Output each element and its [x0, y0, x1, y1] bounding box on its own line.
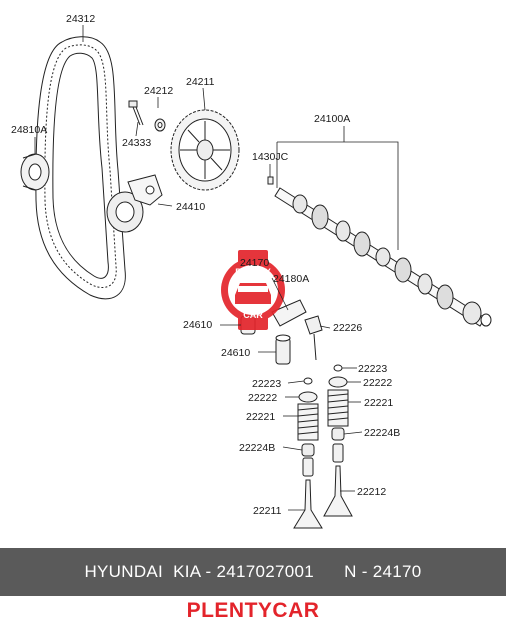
brand-name: PLENTYCAR: [186, 599, 320, 622]
parts-diagram: PLENTY CAR 24312 24810A 24212 24333 2421…: [11, 13, 492, 529]
label-lash-a: 24610: [183, 319, 212, 331]
idler-pulley: [20, 153, 50, 191]
part-number-text: HYUNDAI KIA - 2417027001 N - 24170: [84, 562, 422, 581]
label-highlight-part: 24170: [240, 257, 269, 269]
watermark-top-text: PLENTY: [235, 267, 271, 277]
label-spring-left: 22221: [246, 411, 275, 423]
label-lash-b: 24610: [221, 347, 250, 359]
label-valve-left: 22211: [253, 505, 282, 517]
tensioner: [106, 174, 163, 233]
label-keeper-left: 22223: [252, 378, 281, 390]
label-retainer-right: 22222: [363, 377, 392, 389]
dowel-pin: [267, 176, 274, 185]
label-camshaft: 24100A: [314, 113, 350, 125]
label-bolt: 24212: [144, 85, 173, 97]
lash-adjuster-lower: [275, 334, 291, 365]
camshaft: [274, 187, 492, 327]
label-valve-right: 22212: [357, 486, 386, 498]
label-belt: 24312: [66, 13, 95, 25]
label-sprocket: 24211: [186, 76, 215, 88]
timing-belt: [35, 36, 126, 300]
label-seal-left: 22224B: [239, 442, 275, 454]
label-tensioner: 24410: [176, 201, 205, 213]
plentycar-watermark: PLENTY CAR: [221, 250, 285, 330]
rocker-arm: [271, 299, 323, 361]
cam-sprocket: [170, 109, 240, 191]
leader-lines: [34, 25, 399, 511]
label-spring-right: 22221: [364, 397, 393, 409]
label-rocker: 24180A: [273, 273, 309, 285]
label-seal-right: 22224B: [364, 427, 400, 439]
label-pin: 1430JC: [252, 151, 289, 163]
label-arm: 22226: [333, 322, 362, 334]
part-number-banner: HYUNDAI KIA - 2417027001 N - 24170: [0, 548, 506, 596]
valve-stack-left: [293, 377, 323, 529]
label-washer: 24333: [122, 137, 151, 149]
watermark-bottom-text: CAR: [243, 310, 263, 320]
bolt: [128, 100, 144, 126]
label-keeper-right: 22223: [358, 363, 387, 375]
washer: [154, 118, 166, 132]
label-retainer-left: 22222: [248, 392, 277, 404]
valve-stack-right: [323, 364, 353, 517]
label-idler: 24810A: [11, 124, 47, 136]
